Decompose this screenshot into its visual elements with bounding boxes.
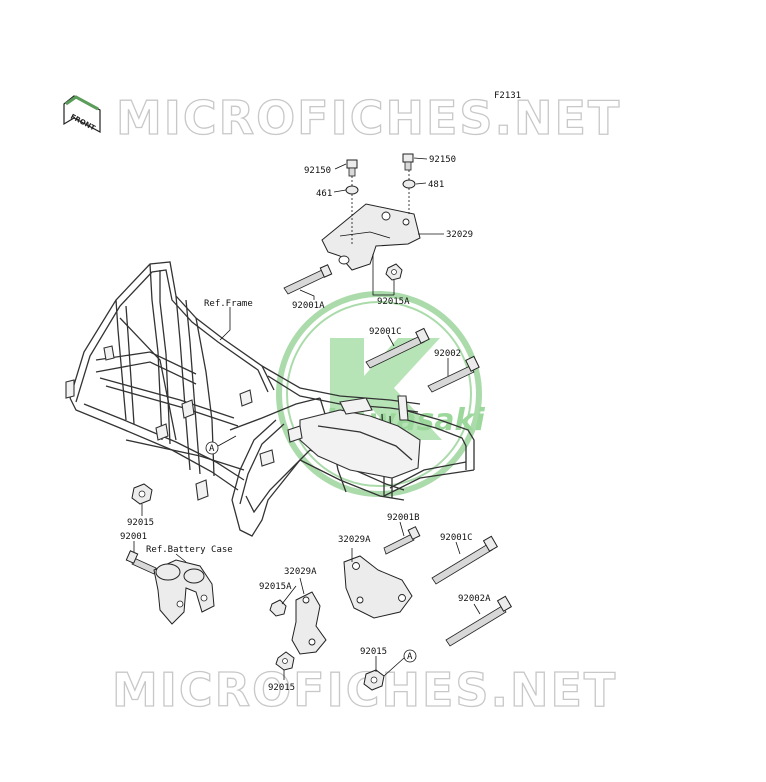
bracket-32029 [321,203,421,271]
label-92001b: 92001B [387,513,420,523]
label-32029a-right: 32029A [338,535,371,545]
label-92150-right: 92150 [429,155,456,165]
bolt-92001-left [125,550,157,575]
label-92015a-top: 92015A [377,297,410,307]
collar-461 [345,185,359,195]
label-92001c-upper: 92001C [369,327,402,337]
label-ref-battery-case: Ref.Battery Case [146,545,233,555]
front-arrow-icon: FRONT [63,95,101,134]
label-92015a-lower: 92015A [259,582,292,592]
battery-case-bracket [153,559,215,625]
label-92002: 92002 [434,349,461,359]
label-92015-left: 92015 [127,518,154,528]
label-92001a: 92001A [292,301,325,311]
bolt-92001a [283,264,333,295]
watermark-bottom: MICROFICHES.NET [112,663,617,717]
watermark-top: MICROFICHES.NET [116,91,621,145]
collar-481 [402,179,416,189]
leader-lines [133,157,481,680]
bolt-92001c-upper [365,327,430,369]
label-92015-lower-right: 92015 [360,647,387,657]
bolt-92001b [383,526,421,555]
label-32029a-left: 32029A [284,567,317,577]
label-92001: 92001 [120,532,147,542]
nut-92015-lower-left [275,651,295,671]
label-32029: 32029 [446,230,473,240]
nut-92015-left [131,483,153,505]
bolt-92001c-lower [431,535,499,585]
label-ref-frame: Ref.Frame [204,299,253,309]
diagram-code: F2131 [494,91,521,101]
label-a-lower: A [407,652,413,662]
label-461: 461 [316,189,332,199]
bolt-92002 [427,355,480,393]
bracket-32029a-right [343,555,413,619]
frame-drawing [65,261,475,537]
label-92150-left: 92150 [304,166,331,176]
bolt-92002a [445,595,513,647]
label-92015-lower-left: 92015 [268,683,295,693]
bolt-92150-left [346,159,358,177]
label-a-frame: A [209,444,215,454]
label-92002a: 92002A [458,594,491,604]
nut-92015a-top [385,263,403,281]
label-481: 481 [428,180,444,190]
bracket-32029a-left [291,591,327,655]
label-92001c-lower: 92001C [440,533,473,543]
bolt-92150-right [402,153,414,171]
